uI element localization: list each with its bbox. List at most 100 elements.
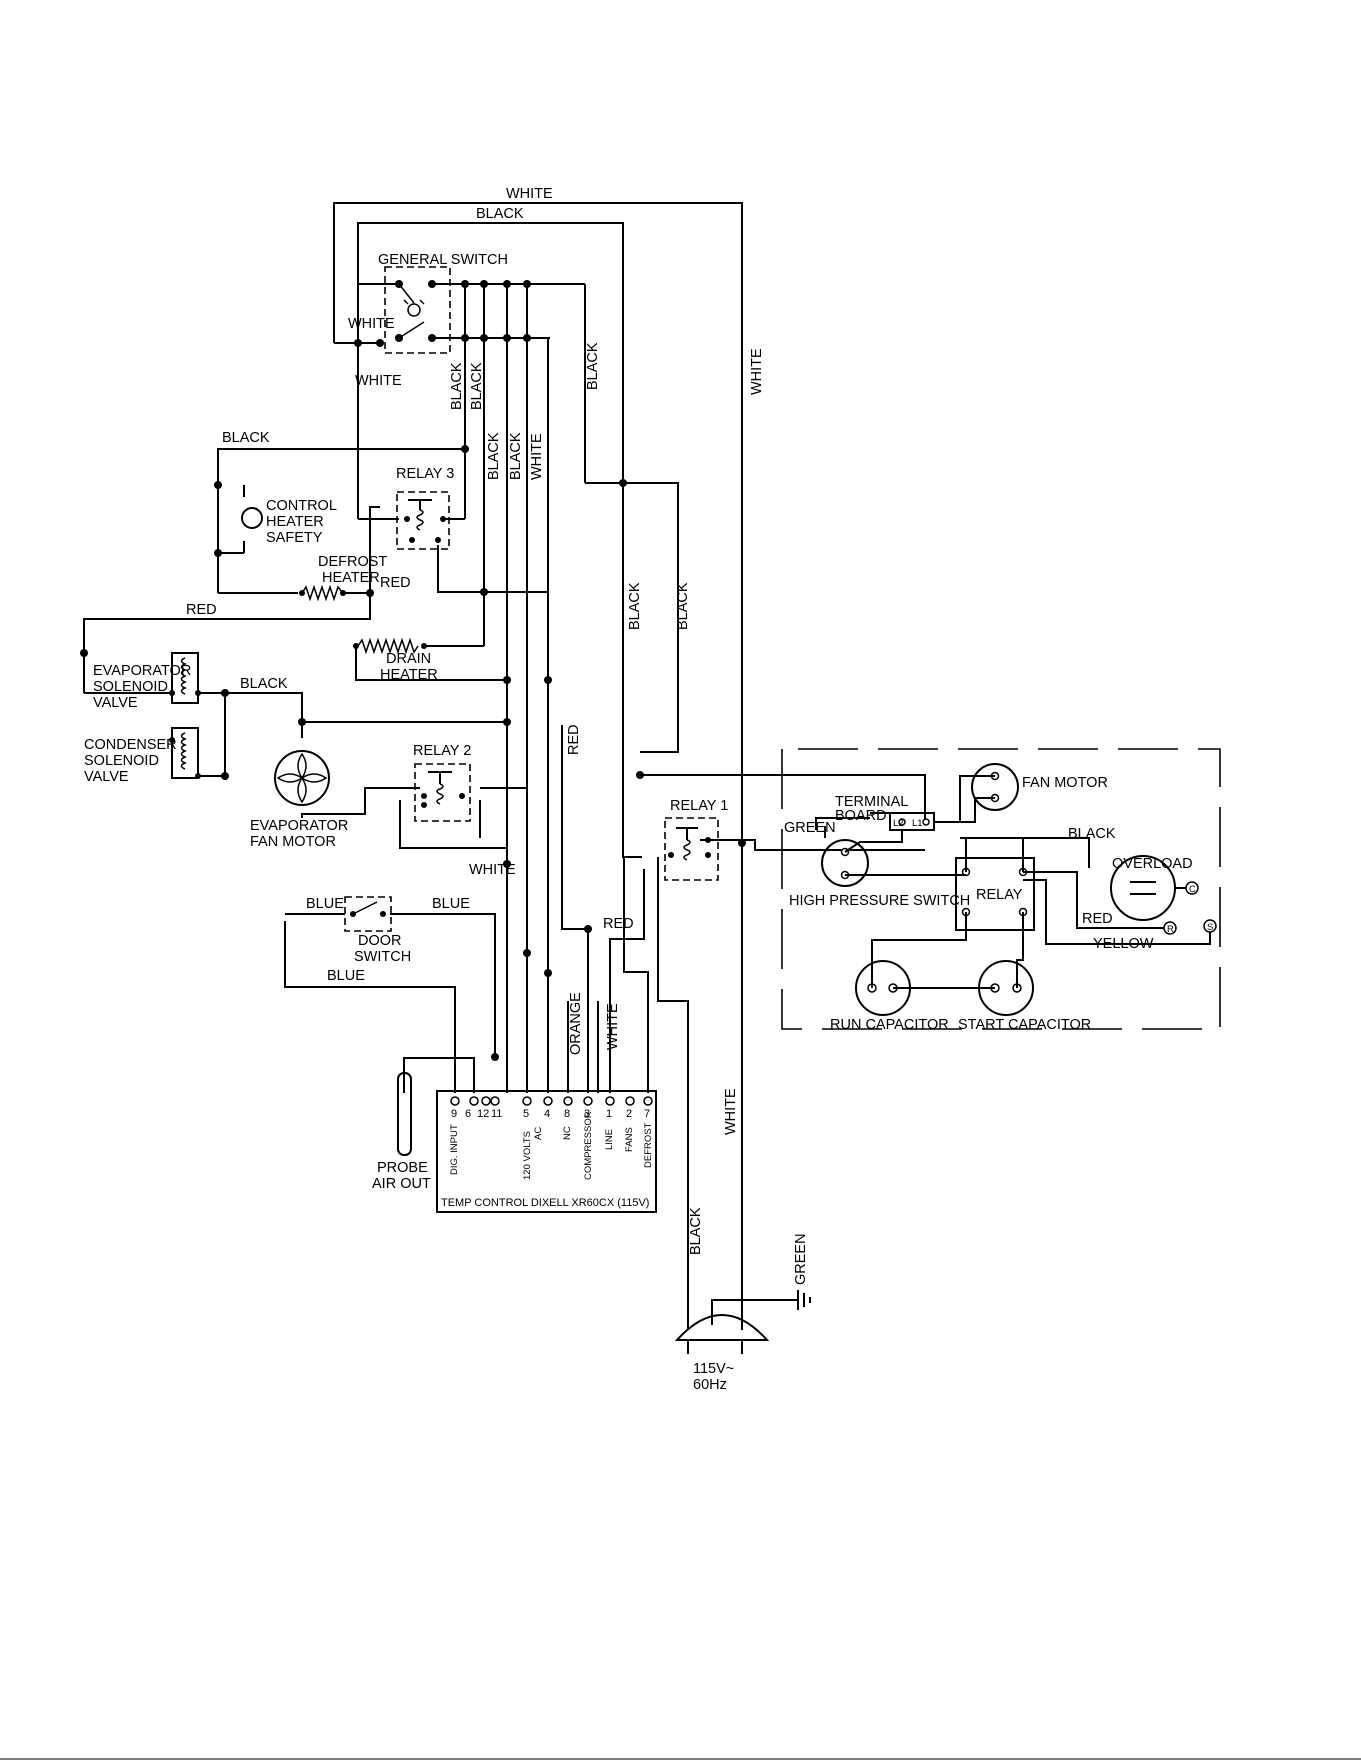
label-evap-valve-2: SOLENOID xyxy=(93,679,168,695)
label-evap-fan-2: FAN MOTOR xyxy=(250,834,336,850)
controller-compressor: COMPRESSOR xyxy=(583,1111,594,1180)
terminal-number: 9 xyxy=(451,1108,457,1120)
label-defrost-heater-2: HEATER xyxy=(322,570,380,586)
terminal-number: 7 xyxy=(644,1108,650,1120)
evaporator-fan-motor xyxy=(274,750,330,806)
label-blue-2: BLUE xyxy=(432,896,470,912)
label-defrost-heater-1: DEFROST xyxy=(318,554,387,570)
label-tb-l1: L1 xyxy=(912,818,923,829)
label-black-v5: BLACK xyxy=(585,342,601,390)
label-white-plug: WHITE xyxy=(723,1088,739,1135)
terminal-number: 1 xyxy=(606,1108,612,1120)
label-green-ground: GREEN xyxy=(793,1233,809,1285)
label-black-heater: BLACK xyxy=(222,430,270,446)
terminal-number: 2 xyxy=(626,1108,632,1120)
label-white-left2: WHITE xyxy=(355,373,402,389)
label-fan-motor: FAN MOTOR xyxy=(1022,775,1108,791)
label-tb-l2: L2 xyxy=(893,818,904,829)
label-evap-valve-1: EVAPORATOR xyxy=(93,663,191,679)
probe-air-out xyxy=(397,1072,412,1156)
terminal-number: 3 xyxy=(584,1108,590,1120)
terminal-number: 8 xyxy=(564,1108,570,1120)
label-relay3: RELAY 3 xyxy=(396,466,454,482)
label-red-v: RED xyxy=(566,724,582,755)
label-cond-valve-1: CONDENSER xyxy=(84,737,177,753)
junctions xyxy=(80,280,746,1061)
label-black-plug: BLACK xyxy=(688,1207,704,1255)
label-start-capacitor: START CAPACITOR xyxy=(958,1017,1091,1033)
label-terminal-board-2: BOARD xyxy=(835,808,887,824)
label-black-fan: BLACK xyxy=(240,676,288,692)
controller-nc: NC xyxy=(562,1126,573,1140)
label-white-right: WHITE xyxy=(749,348,765,395)
label-relay1: RELAY 1 xyxy=(670,798,728,814)
label-black-v1: BLACK xyxy=(449,362,465,410)
label-evap-valve-3: VALVE xyxy=(93,695,138,711)
general-switch xyxy=(384,266,451,354)
label-black-top: BLACK xyxy=(476,206,524,222)
label-evap-fan-1: EVAPORATOR xyxy=(250,818,348,834)
label-high-pressure-switch: HIGH PRESSURE SWITCH xyxy=(789,893,970,909)
controller-labels: 9 6 12 11 5 4 8 3 1 2 7 DIG. INPUT 120 V… xyxy=(441,1108,654,1209)
label-black-v7: BLACK xyxy=(675,582,691,630)
label-drain-heater-2: HEATER xyxy=(380,667,438,683)
label-control-heater-3: SAFETY xyxy=(266,530,323,546)
terminal-number: 4 xyxy=(544,1108,550,1120)
controller-title: TEMP CONTROL DIXELL XR60CX (115V) xyxy=(441,1197,649,1209)
drain-heater xyxy=(353,637,427,655)
label-general-switch: GENERAL SWITCH xyxy=(378,252,508,268)
label-probe-2: AIR OUT xyxy=(372,1176,431,1192)
label-black-v6: BLACK xyxy=(627,582,643,630)
controller-dig-input: DIG. INPUT xyxy=(449,1124,460,1175)
compressor-box xyxy=(781,748,1221,1030)
label-control-heater-1: CONTROL xyxy=(266,498,337,514)
label-relay-box: RELAY xyxy=(976,887,1023,903)
label-green-box: GREEN xyxy=(784,820,836,836)
label-white-relay2: WHITE xyxy=(469,862,516,878)
relay-2 xyxy=(414,763,471,822)
label-red-defrost: RED xyxy=(380,575,411,591)
temp-controller xyxy=(436,1090,657,1213)
controller-volts-1: 120 VOLTS xyxy=(522,1131,533,1180)
controller-fans: FANS xyxy=(624,1127,635,1152)
controller-defrost: DEFROST xyxy=(643,1122,654,1168)
label-blue-3: BLUE xyxy=(327,968,365,984)
label-orange: ORANGE xyxy=(568,992,584,1055)
label-red-evap: RED xyxy=(186,602,217,618)
label-cond-valve-3: VALVE xyxy=(84,769,129,785)
terminal-number: 11 xyxy=(491,1108,502,1120)
label-white-ctrl: WHITE xyxy=(605,1003,621,1050)
evaporator-solenoid-valve xyxy=(169,652,201,704)
label-blue-1: BLUE xyxy=(306,896,344,912)
terminal-number: 12 xyxy=(477,1108,489,1120)
label-door-switch-1: DOOR xyxy=(358,933,402,949)
relay-3 xyxy=(396,491,450,550)
label-relay2: RELAY 2 xyxy=(413,743,471,759)
label-black-box: BLACK xyxy=(1068,826,1116,842)
label-black-v4: BLACK xyxy=(508,432,524,480)
label-term-r: R xyxy=(1167,924,1174,935)
label-probe-1: PROBE xyxy=(377,1160,428,1176)
control-heater-safety xyxy=(241,507,263,529)
terminal-number: 6 xyxy=(465,1108,471,1120)
label-overload: OVERLOAD xyxy=(1112,856,1193,872)
label-drain-heater-1: DRAIN xyxy=(386,651,431,667)
label-white-top: WHITE xyxy=(506,186,553,202)
condenser-solenoid-valve xyxy=(169,727,201,779)
label-red-ctrl: RED xyxy=(603,916,634,932)
label-term-c: C xyxy=(1189,884,1196,895)
label-black-v2: BLACK xyxy=(469,362,485,410)
label-supply-1: 115V~ xyxy=(693,1361,734,1377)
power-plug xyxy=(674,1300,770,1354)
label-yellow-box: YELLOW xyxy=(1093,936,1154,952)
controller-line: LINE xyxy=(604,1129,615,1150)
wires xyxy=(83,202,926,1330)
door-switch xyxy=(344,896,392,932)
label-supply-2: 60Hz xyxy=(693,1377,727,1393)
label-red-box: RED xyxy=(1082,911,1113,927)
label-cond-valve-2: SOLENOID xyxy=(84,753,159,769)
label-door-switch-2: SWITCH xyxy=(354,949,411,965)
label-term-s: S xyxy=(1207,922,1213,933)
label-control-heater-2: HEATER xyxy=(266,514,324,530)
